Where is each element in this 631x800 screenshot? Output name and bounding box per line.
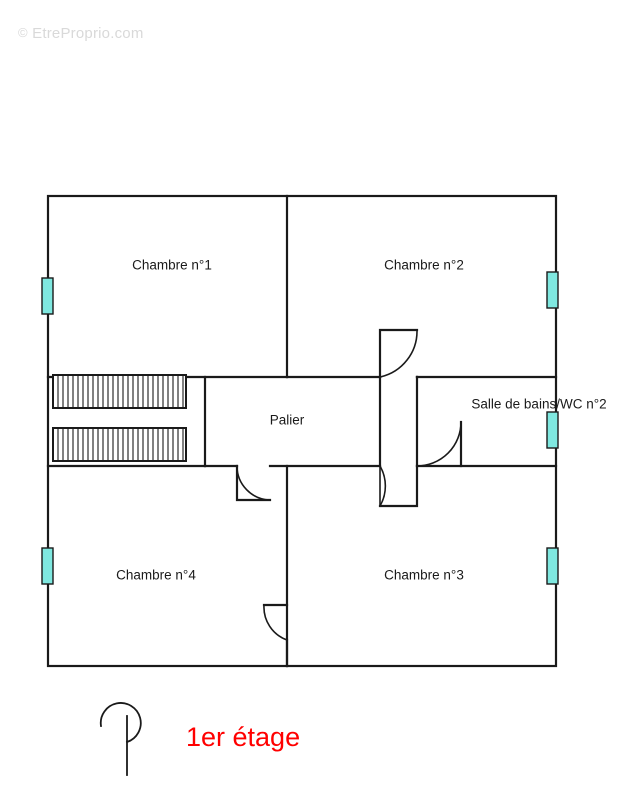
door-frame-ch4 — [235, 464, 272, 502]
window-ch1 — [41, 277, 54, 315]
door-swing-top — [379, 329, 418, 378]
window-ch2 — [546, 271, 559, 309]
door-swing-bottom — [263, 604, 289, 642]
staircase — [52, 374, 187, 462]
door-frame-top — [378, 328, 419, 379]
room-label-palier: Palier — [269, 412, 305, 428]
copyright-icon: © — [18, 25, 28, 40]
door-swing-ch4 — [236, 465, 271, 501]
floor-title: 1er étage — [186, 722, 301, 752]
door-swing-bath — [416, 421, 462, 467]
stair-block-upper — [52, 374, 187, 409]
door-swing-palier-lower — [378, 464, 387, 508]
stair-block-lower — [52, 427, 187, 462]
room-label-chambre-4: Chambre n°4 — [116, 567, 196, 583]
stair-arrow-curve — [99, 702, 142, 744]
windows — [41, 271, 559, 585]
watermark-text: EtreProprio.com — [32, 25, 144, 42]
room-label-chambre-2: Chambre n°2 — [384, 257, 464, 273]
room-label-salle-de-bains: Salle de bains/WC n°2 — [471, 396, 607, 412]
room-label-chambre-3: Chambre n°3 — [384, 567, 464, 583]
window-ch3 — [546, 547, 559, 585]
window-ch4 — [41, 547, 54, 585]
door-frame-palier-lower — [378, 464, 419, 508]
watermark: © EtreProprio.com — [18, 25, 144, 42]
room-label-chambre-1: Chambre n°1 — [132, 257, 212, 273]
window-bath — [546, 411, 559, 449]
